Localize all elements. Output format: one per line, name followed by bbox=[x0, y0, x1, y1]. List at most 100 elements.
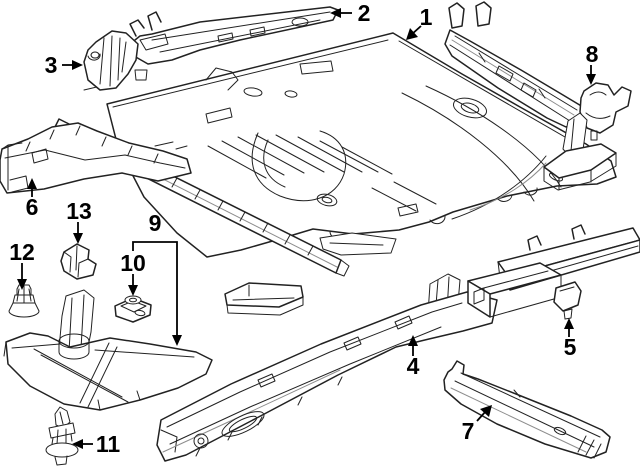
callout-9[interactable]: 9 bbox=[132, 210, 182, 346]
clip11-fin bbox=[54, 406, 71, 429]
clip11-head bbox=[48, 422, 76, 439]
callout-5-label: 5 bbox=[564, 334, 577, 360]
clip11-tip bbox=[54, 455, 68, 466]
sill7-part bbox=[443, 360, 611, 459]
floor-pan-sweep-curves bbox=[401, 85, 562, 220]
clip12-flare bbox=[8, 302, 40, 318]
callout-4[interactable]: 4 bbox=[407, 335, 420, 379]
rail8-ear-1 bbox=[448, 2, 465, 29]
callout-9-bracket bbox=[132, 241, 178, 337]
side-rail4-part bbox=[156, 273, 498, 462]
callout-4-label: 4 bbox=[407, 353, 420, 379]
grommet-boss bbox=[124, 295, 142, 305]
rail6-inner bbox=[1, 142, 186, 193]
rail5-ears bbox=[527, 224, 586, 251]
crossmember-inner-lines bbox=[139, 11, 331, 53]
grommet-hole bbox=[129, 297, 137, 303]
callout-1[interactable]: 1 bbox=[406, 4, 433, 40]
rail4-tabs bbox=[257, 315, 413, 388]
brace-boss-side bbox=[58, 340, 90, 360]
clip12-ribs bbox=[16, 284, 32, 304]
callout-10-label: 10 bbox=[120, 250, 146, 276]
callout-7[interactable]: 7 bbox=[462, 405, 492, 444]
callout-10[interactable]: 10 bbox=[120, 250, 146, 296]
sill7-oval bbox=[553, 426, 567, 436]
floor-pan-drain-ring-outer bbox=[452, 97, 488, 119]
side-member-fin-line bbox=[570, 118, 575, 152]
callout-10-arrowhead bbox=[128, 285, 138, 296]
grommet-slot bbox=[134, 309, 146, 317]
bracket13-part bbox=[60, 243, 97, 280]
floor-pan-small-ring-inner bbox=[321, 196, 333, 204]
channel-top bbox=[224, 282, 304, 308]
rail4-hatch bbox=[195, 376, 343, 457]
floor-channel-piece bbox=[224, 282, 304, 316]
floor-pan-ribs bbox=[207, 134, 437, 212]
callout-13[interactable]: 13 bbox=[66, 198, 92, 244]
rail4-oval-slot-inner bbox=[228, 415, 258, 433]
bracket8-inner bbox=[585, 91, 611, 141]
front-side-member-part bbox=[0, 122, 192, 194]
rail4-oval-slot-outer bbox=[221, 411, 265, 437]
floor-pan-wells bbox=[251, 130, 347, 202]
callout-6[interactable]: 6 bbox=[26, 178, 39, 220]
crossmember-tabs bbox=[129, 11, 162, 37]
callout-3-arrowhead bbox=[72, 60, 83, 70]
floor-pan-edge-doubles bbox=[112, 39, 585, 149]
callout-11-arrowhead bbox=[72, 439, 83, 449]
brace-fin-lines bbox=[68, 294, 85, 353]
rail4-shade bbox=[162, 369, 341, 453]
bracket8-body bbox=[579, 82, 632, 134]
brace-x-straps bbox=[33, 342, 129, 408]
callout-11-label: 11 bbox=[96, 431, 121, 457]
rail6-ticks bbox=[25, 125, 159, 164]
callout-7-label: 7 bbox=[462, 418, 475, 444]
floor-pan-sweep-shade bbox=[469, 162, 547, 211]
rail8-ear-2 bbox=[475, 1, 492, 27]
callout-1-label: 1 bbox=[420, 4, 433, 30]
callout-2[interactable]: 2 bbox=[330, 0, 370, 26]
rail5-nut-bracket bbox=[553, 281, 582, 312]
callout-2-arrowhead bbox=[330, 8, 341, 18]
callout-1-arrowhead bbox=[406, 28, 418, 40]
callout-5[interactable]: 5 bbox=[564, 318, 577, 360]
right-side-member-end bbox=[543, 112, 617, 191]
callout-8-arrowhead bbox=[586, 74, 596, 85]
callout-13-label: 13 bbox=[66, 198, 92, 224]
callout-6-label: 6 bbox=[26, 194, 39, 220]
callout-12-label: 12 bbox=[9, 239, 35, 265]
floor-pan-small-ring-outer bbox=[316, 193, 338, 207]
callout-9-arrowhead bbox=[172, 335, 182, 346]
grommet-part bbox=[114, 295, 152, 323]
floor-pan-bracket-part bbox=[83, 30, 139, 91]
crossmember-slots bbox=[134, 17, 309, 81]
callout-4-arrowhead bbox=[408, 335, 418, 346]
rail8-inner-lines bbox=[449, 35, 578, 122]
floor-brace-part bbox=[3, 289, 213, 411]
callout-12-arrowhead bbox=[17, 279, 27, 290]
sill7-inner-lines bbox=[454, 372, 601, 448]
channel-front bbox=[226, 284, 304, 316]
callout-6-arrowhead bbox=[27, 178, 37, 189]
rail5-nut-details bbox=[559, 286, 575, 320]
frame-rail5-part bbox=[467, 224, 640, 320]
floor-pan-bottom-flange-line bbox=[329, 242, 384, 246]
callout-5-arrowhead bbox=[564, 318, 574, 329]
callouts: 1 2 3 4 5 6 7 bbox=[9, 0, 598, 457]
callout-7-arrowhead bbox=[480, 405, 492, 417]
sill7-outline bbox=[443, 360, 611, 459]
callout-9-label: 9 bbox=[149, 210, 162, 236]
callout-8[interactable]: 8 bbox=[586, 41, 599, 85]
callout-12[interactable]: 12 bbox=[9, 239, 35, 290]
strip-end-cap bbox=[335, 259, 350, 277]
rail6-notch bbox=[31, 148, 49, 164]
callout-3[interactable]: 3 bbox=[45, 52, 83, 78]
bracket3-ribs bbox=[99, 35, 127, 87]
rail4-inner-lines bbox=[160, 302, 463, 453]
bracket13-inner bbox=[63, 245, 89, 278]
callout-11[interactable]: 11 bbox=[72, 431, 120, 457]
side-member-front bbox=[543, 152, 617, 191]
floor-pan-oval-b bbox=[284, 90, 298, 98]
